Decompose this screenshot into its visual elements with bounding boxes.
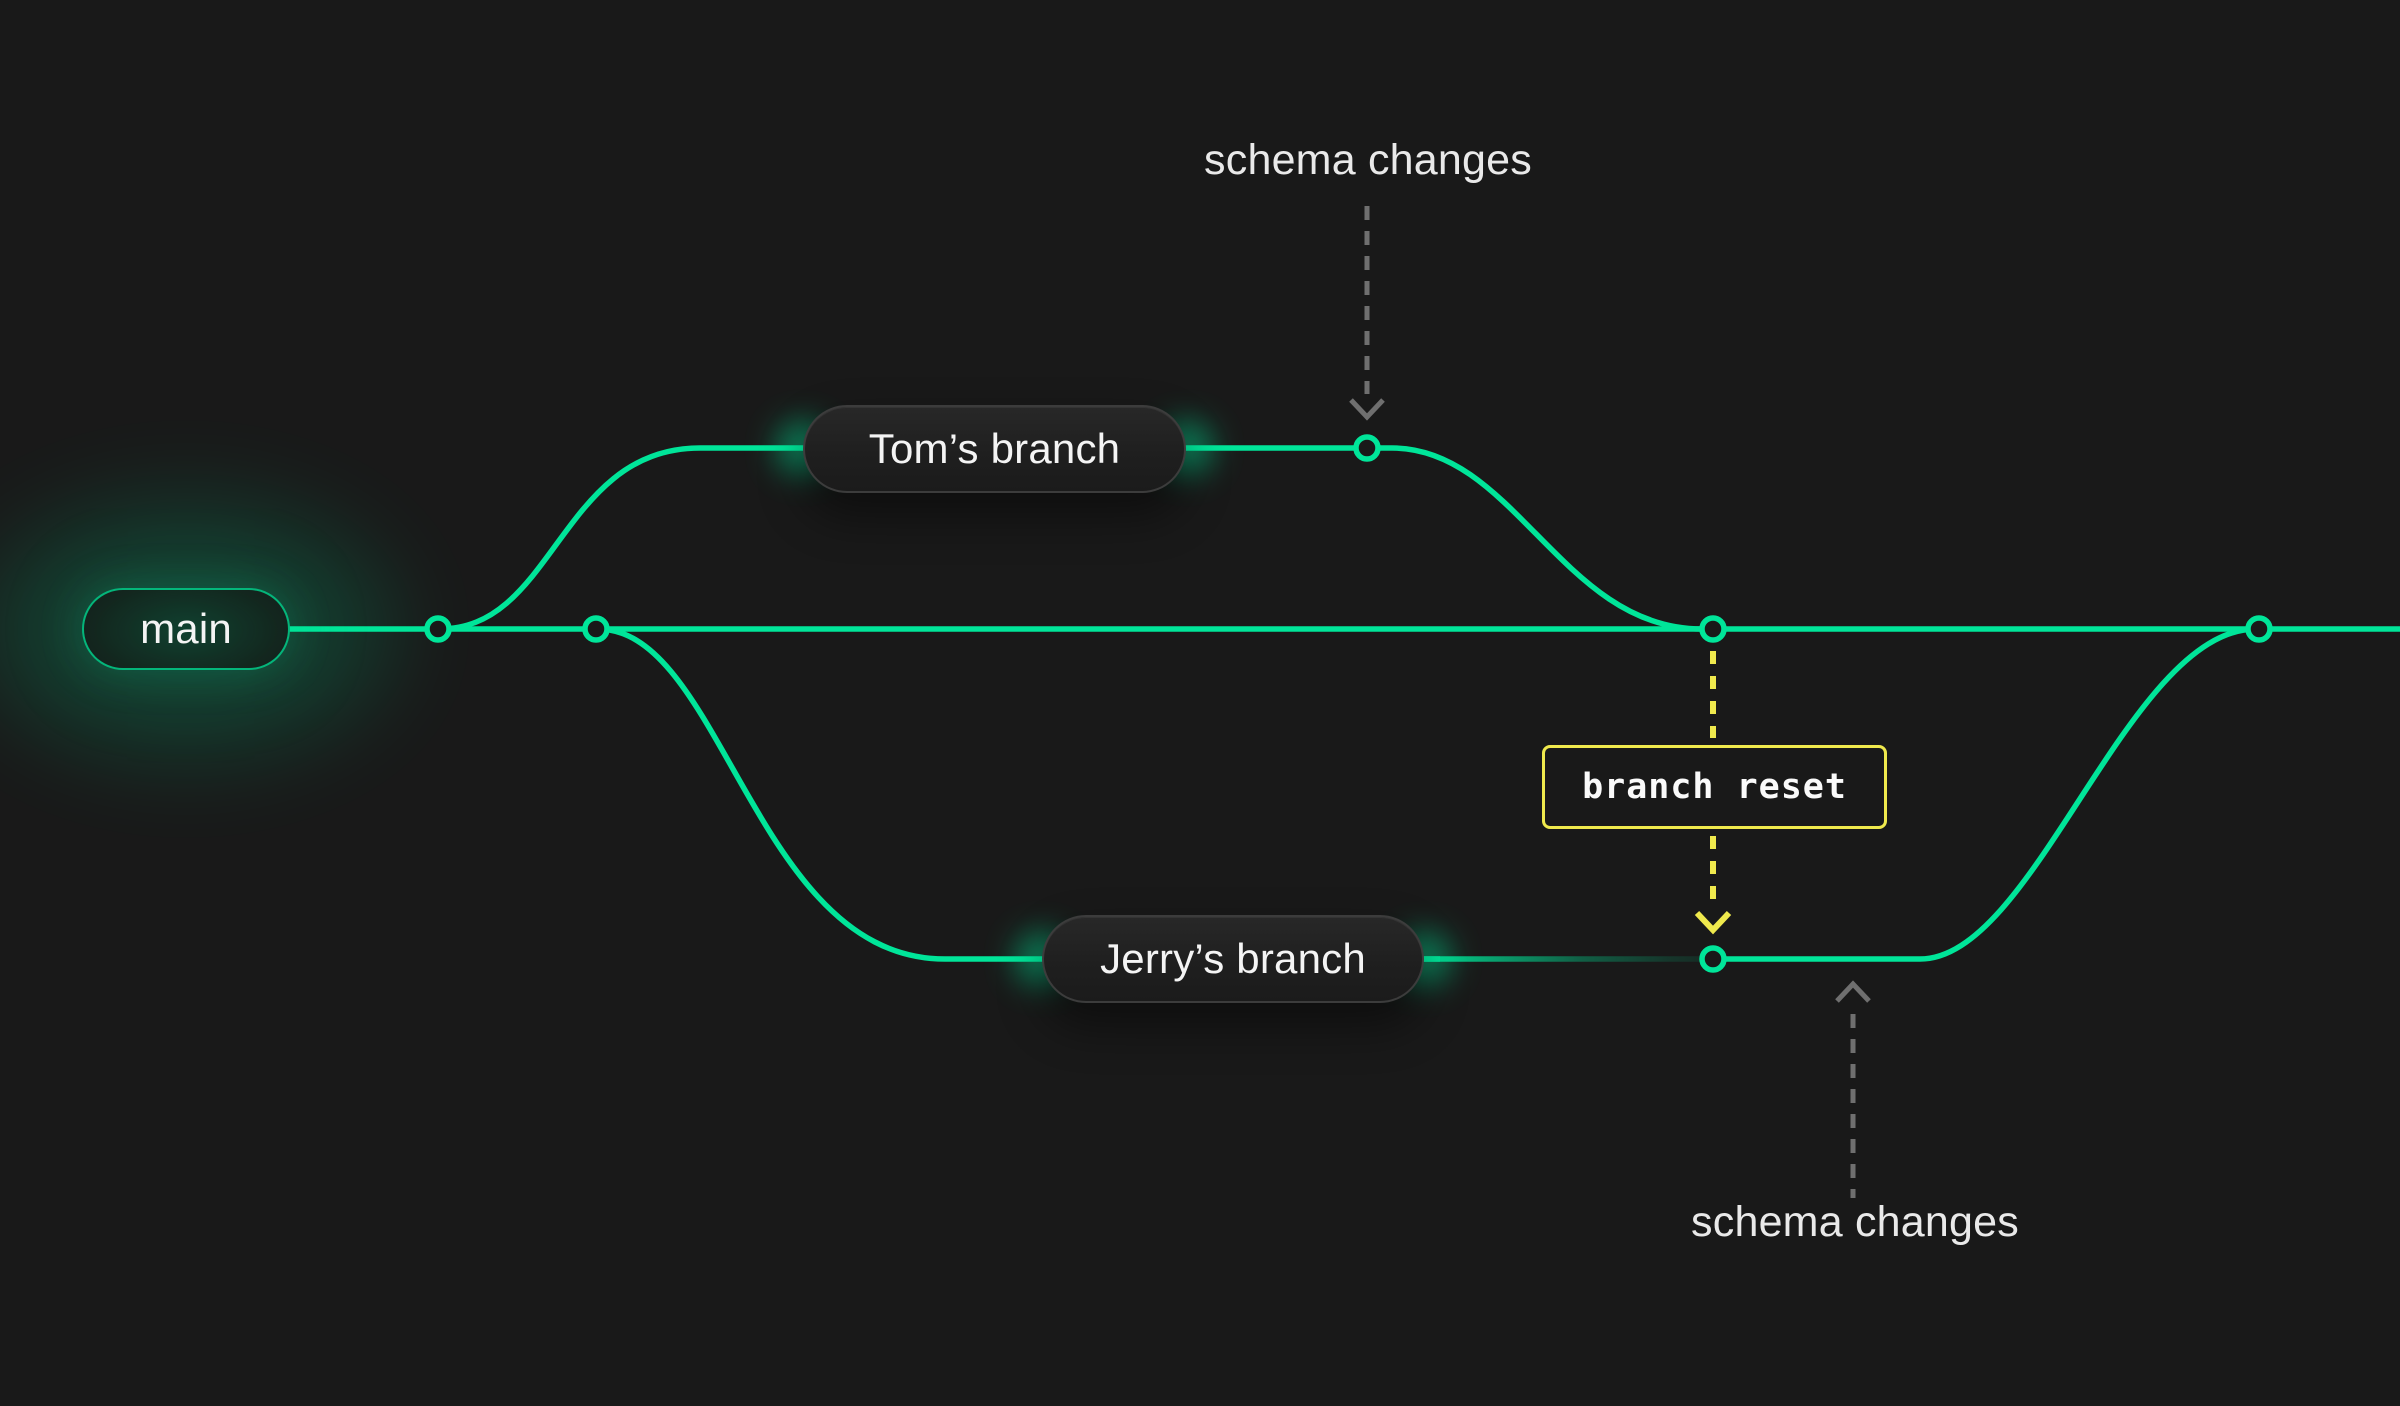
commit-node-jerry-reset: [1699, 945, 1727, 973]
jerry-branch-label: Jerry’s branch: [1100, 935, 1366, 982]
jerry-branch-line: [597, 626, 1440, 962]
tom-branch-pill: Tom’s branch: [803, 405, 1186, 493]
main-branch-label: main: [140, 605, 232, 652]
arrow-down-yellow-icon: [1694, 910, 1732, 935]
main-branch-pill: main: [82, 588, 290, 670]
tom-branch-line: [439, 445, 1703, 632]
schema-changes-bottom-label: schema changes: [1691, 1198, 2019, 1246]
branch-reset-label: branch reset: [1582, 767, 1847, 807]
arrow-up-icon: [1835, 980, 1871, 1003]
commit-node-main-fork-jerry: [582, 615, 610, 643]
branch-reset-box: branch reset: [1542, 745, 1887, 829]
arrow-down-icon: [1349, 398, 1385, 421]
commit-node-main-merge-tom: [1699, 615, 1727, 643]
schema-changes-top-label: schema changes: [1204, 136, 1532, 184]
commit-node-main-merge-jerry: [2245, 615, 2273, 643]
commit-node-main-fork-tom: [424, 615, 452, 643]
tom-branch-label: Tom’s branch: [868, 425, 1121, 472]
jerry-branch-merge-line: [1713, 626, 2257, 962]
jerry-branch-pill: Jerry’s branch: [1042, 915, 1424, 1003]
commit-node-tom-schema-change: [1353, 434, 1381, 462]
